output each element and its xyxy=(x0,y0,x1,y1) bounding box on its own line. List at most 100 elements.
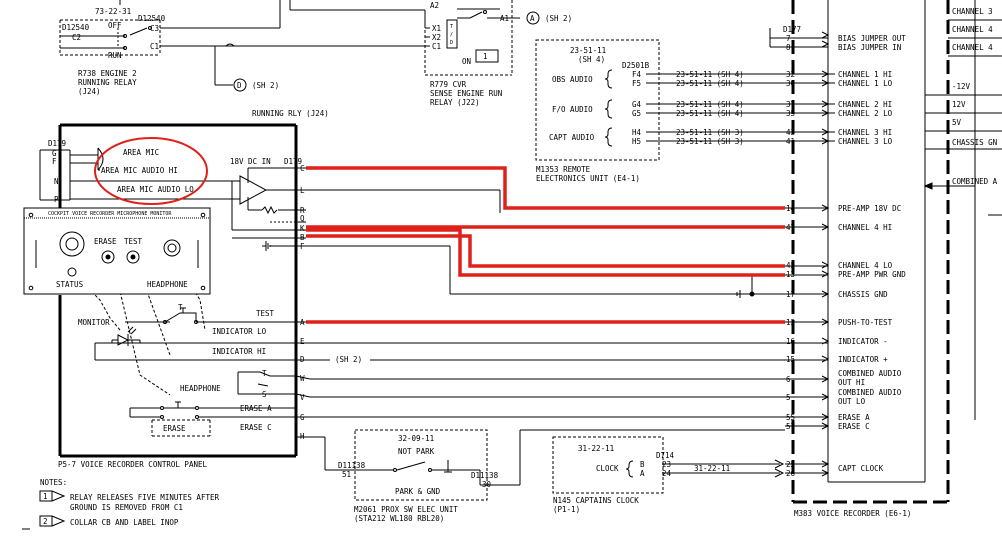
rec-pin-43: 43 xyxy=(786,128,795,137)
rec-label-ch1lo: CHANNEL 1 LO xyxy=(838,79,893,88)
obs-audio-label: OBS AUDIO xyxy=(552,75,593,84)
pin-h5: H5 xyxy=(632,137,641,146)
running-rly-label: RUNNING RLY (J24) xyxy=(252,109,329,118)
dc-in-label: 18V DC IN xyxy=(230,157,271,166)
rec-pin-35: 35 xyxy=(786,109,795,118)
note-1-line1: RELAY RELEASES FIVE MINUTES AFTER xyxy=(70,493,219,502)
remote-conn: D2501B xyxy=(622,61,650,70)
run-label: RUN xyxy=(108,51,122,60)
tpd-t: T xyxy=(450,24,453,30)
rec-label-comb-lo: COMBINED AUDIO xyxy=(838,388,902,397)
rec-label-erase-c: ERASE C xyxy=(838,422,870,431)
notes-header: NOTES: xyxy=(40,478,67,487)
clock-pin-b: B xyxy=(640,460,645,469)
remote-title: M1353 REMOTE xyxy=(536,165,591,174)
d12540-left: D12540 xyxy=(62,23,90,32)
rec-label-ch4lo: CHANNEL 4 LO xyxy=(838,261,893,270)
note-2-number: 2 xyxy=(43,517,48,526)
prox-ref: 32-09-11 xyxy=(398,434,434,443)
note-2-line1: COLLAR CB AND LABEL INOP xyxy=(70,518,179,527)
pin-c2: C2 xyxy=(72,33,81,42)
rec-label-ch1hi: CHANNEL 1 HI xyxy=(838,70,892,79)
rec-label-comb-hi: COMBINED AUDIO xyxy=(838,369,902,378)
remote-ref: 23-51-11 xyxy=(570,46,606,55)
remote-ref-sh: (SH 4) xyxy=(578,55,605,64)
control-panel-title: P5-7 VOICE RECORDER CONTROL PANEL xyxy=(58,460,207,469)
note-1-number: 1 xyxy=(43,492,48,501)
s-label: S xyxy=(262,390,267,399)
rec-label-erase-a: ERASE A xyxy=(838,413,870,422)
relay-location: (J24) xyxy=(78,87,101,96)
rec-pin-16: 16 xyxy=(786,337,796,346)
pin-f5: F5 xyxy=(632,79,641,88)
clock-pin-24: 24 xyxy=(662,469,672,478)
mic-conn-label: D179 xyxy=(48,139,66,148)
rec-pin-7: 7 xyxy=(786,34,791,43)
indicator-lo-label: INDICATOR LO xyxy=(212,327,267,336)
cvr-location: RELAY (J22) xyxy=(430,98,480,107)
rec-label-ch3lo: CHANNEL 3 LO xyxy=(838,137,893,146)
cvr-pin-x2: X2 xyxy=(432,33,441,42)
rec-label-ch2hi: CHANNEL 2 HI xyxy=(838,100,892,109)
clock-location: (P1-1) xyxy=(553,505,580,514)
a-circle-label: A xyxy=(530,14,535,23)
cvr-pin-a1: A1 xyxy=(500,14,509,23)
test-label: TEST xyxy=(256,309,275,318)
test-t-label: T xyxy=(178,303,183,312)
rec-pin-37: 37 xyxy=(786,100,795,109)
mic-pin-f: F xyxy=(52,157,57,166)
combined-arrow xyxy=(923,182,933,190)
recorder-pin-rows xyxy=(769,28,828,48)
rec-pin-41: 41 xyxy=(786,137,795,146)
clock-label: CLOCK xyxy=(596,464,619,473)
rec-label-chassis: CHASSIS GND xyxy=(838,290,888,299)
xref-g5: 23-51-11 (SH 4) xyxy=(676,109,744,118)
area-mic-hi-label: AREA MIC AUDIO HI xyxy=(101,166,178,175)
mic-pin-p: P xyxy=(54,195,59,204)
ref-73-22-31: 73-22-31 xyxy=(95,7,131,16)
area-mic-lo-label: AREA MIC AUDIO LO xyxy=(117,185,194,194)
pin-g4: G4 xyxy=(632,100,642,109)
erase-box-label: ERASE xyxy=(163,424,186,433)
prox-pin-30: 30 xyxy=(482,480,492,489)
cp-connector-label: D179 xyxy=(284,157,302,166)
sh2-ref-d: (SH 2) xyxy=(252,81,279,90)
clock-pin-23: 23 xyxy=(662,460,671,469)
right-12v: 12V xyxy=(952,100,966,109)
prox-pin-51: 51 xyxy=(342,470,351,479)
mic-pin-n: N xyxy=(54,177,59,186)
xref-h4: 23-51-11 (SH 3) xyxy=(676,128,744,137)
pin-g5: G5 xyxy=(632,109,641,118)
prox-not-park: NOT PARK xyxy=(398,447,435,456)
xref-f4: 23-51-11 (SH 4) xyxy=(676,70,744,79)
prox-park-gnd: PARK & GND xyxy=(395,487,441,496)
right-ch4b: CHANNEL 4 xyxy=(952,43,993,52)
d-circle-label: D xyxy=(237,81,242,90)
panel-face-erase: ERASE xyxy=(94,237,117,246)
relay-subtitle: RUNNING RELAY xyxy=(78,78,137,87)
panel-face-status: STATUS xyxy=(56,280,84,289)
rec-pin-30: 30 xyxy=(786,79,796,88)
panel-face-headphone: HEADPHONE xyxy=(147,280,188,289)
area-mic-label: AREA MIC xyxy=(123,148,159,157)
panel-face-header: COCKPIT VOICE RECORDER MICROPHONE MONITO… xyxy=(48,211,172,217)
erase-a-label: ERASE A xyxy=(240,404,272,413)
rec-label-ch2lo: CHANNEL 2 LO xyxy=(838,109,893,118)
cvr-subtitle: SENSE ENGINE RUN xyxy=(430,89,502,98)
headphone-label: HEADPHONE xyxy=(180,384,221,393)
captains-clock xyxy=(552,436,785,494)
cvr-pin-a2: A2 xyxy=(430,1,439,10)
xref-h5: 23-51-11 (SH 3) xyxy=(676,137,744,146)
red-wires xyxy=(306,166,785,324)
right-chassis: CHASSIS GN xyxy=(952,138,997,147)
cp-pin-q: Q xyxy=(300,214,305,223)
notes-boxes xyxy=(22,490,66,530)
rec-label-capt-clock: CAPT CLOCK xyxy=(838,464,884,473)
capt-audio-label: CAPT AUDIO xyxy=(549,133,595,142)
rec-label-bias-in: BIAS JUMPER IN xyxy=(838,43,901,52)
rec-pin-8: 8 xyxy=(786,43,791,52)
wire-tails xyxy=(295,167,828,474)
rec-label-out-lo: OUT LO xyxy=(838,397,866,406)
rec-pin-32: 32 xyxy=(786,70,795,79)
